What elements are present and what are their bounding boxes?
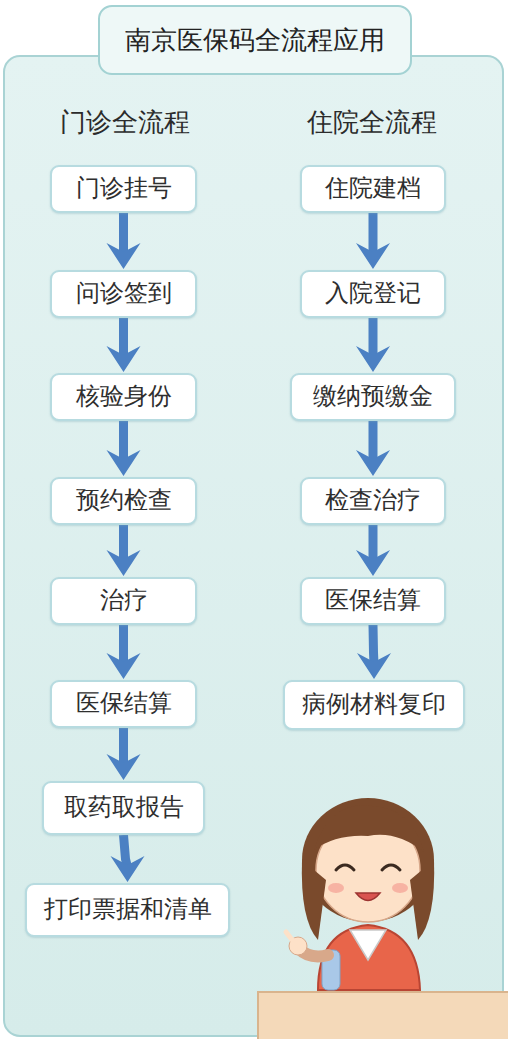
collar <box>350 930 386 960</box>
flow-arrow <box>107 728 141 780</box>
process-box: 病例材料复印 <box>283 680 465 730</box>
box-text: 病例材料复印 <box>302 691 446 719</box>
box-text: 缴纳预缴金 <box>313 383 433 411</box>
fringe <box>314 805 424 852</box>
arrow-head <box>356 450 390 476</box>
box-text: 医保结算 <box>325 587 421 615</box>
arrow-stem <box>369 525 378 561</box>
process-box: 门诊挂号 <box>50 165 197 213</box>
flow-arrow <box>111 835 145 882</box>
process-box: 缴纳预缴金 <box>290 373 456 421</box>
arrow-head <box>107 346 141 372</box>
process-box: 打印票据和清单 <box>25 883 230 937</box>
flow-arrow <box>356 525 390 576</box>
cheek <box>392 883 408 893</box>
box-text: 医保结算 <box>76 690 172 718</box>
flow-arrow <box>356 213 390 269</box>
arrow-head <box>356 243 390 269</box>
arrow-head <box>356 550 390 576</box>
arrow-head <box>107 450 141 476</box>
desk <box>258 992 508 1039</box>
arrow-stem <box>119 213 128 254</box>
flow-arrow <box>107 525 141 576</box>
box-text: 住院建档 <box>325 175 421 203</box>
column-heading: 住院全流程 <box>307 105 437 140</box>
box-text: 取药取报告 <box>64 794 184 822</box>
panel <box>4 56 503 1036</box>
title-box: 南京医保码全流程应用 <box>98 5 412 75</box>
girl-illustration <box>286 798 434 990</box>
eye <box>382 865 400 870</box>
arrow-stem <box>119 318 128 357</box>
box-text: 治疗 <box>100 587 148 615</box>
box-text: 检查治疗 <box>325 487 421 515</box>
process-box: 住院建档 <box>300 165 446 213</box>
box-text: 问诊签到 <box>76 280 172 308</box>
arrow-stem <box>369 421 378 461</box>
process-box: 治疗 <box>50 577 197 625</box>
eye <box>336 865 354 870</box>
flow-arrow <box>107 421 141 476</box>
arrow-stem <box>369 213 378 254</box>
hair-left <box>302 860 326 940</box>
process-box: 问诊签到 <box>50 270 197 318</box>
flow-arrow <box>356 318 390 372</box>
arrow-stem <box>124 835 128 867</box>
cheek <box>328 883 344 893</box>
box-text: 打印票据和清单 <box>44 896 212 924</box>
process-box: 医保结算 <box>300 577 446 625</box>
flow-arrow <box>107 213 141 269</box>
arrow-stem <box>119 625 128 664</box>
arrow-head <box>357 653 391 679</box>
column-heading: 门诊全流程 <box>60 105 190 140</box>
flow-arrow <box>107 318 141 372</box>
process-box: 医保结算 <box>50 680 197 728</box>
process-box: 核验身份 <box>50 373 197 421</box>
box-text: 入院登记 <box>325 280 421 308</box>
hair-right <box>410 860 434 940</box>
arrow-head <box>107 243 141 269</box>
flow-arrow <box>107 625 141 679</box>
mouth <box>356 893 380 901</box>
process-box: 取药取报告 <box>42 781 205 835</box>
arrow-head <box>107 550 141 576</box>
process-box: 预约检查 <box>50 477 197 525</box>
process-box: 检查治疗 <box>300 477 446 525</box>
pointing-finger <box>286 932 293 941</box>
arrow-stem <box>119 525 128 561</box>
arrow-head <box>107 754 141 780</box>
arrow-head <box>111 856 145 882</box>
process-box: 入院登记 <box>300 270 446 318</box>
box-text: 门诊挂号 <box>76 175 172 203</box>
title-text: 南京医保码全流程应用 <box>125 23 385 58</box>
arrow-stem <box>373 625 374 664</box>
arrow-head <box>107 653 141 679</box>
arrow-stem <box>369 318 378 357</box>
flow-arrow <box>356 421 390 476</box>
box-text: 预约检查 <box>76 487 172 515</box>
box-text: 核验身份 <box>76 383 172 411</box>
arrow-head <box>356 346 390 372</box>
arrow-stem <box>119 728 128 765</box>
arrow-stem <box>119 421 128 461</box>
flow-arrow <box>357 625 391 679</box>
